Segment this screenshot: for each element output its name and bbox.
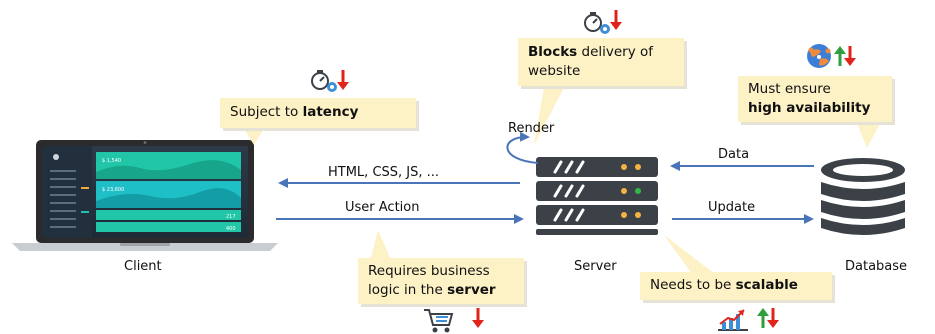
update-label: Update bbox=[708, 200, 756, 215]
down-arrow-icon bbox=[472, 308, 484, 328]
globe-network-icon bbox=[807, 44, 831, 68]
availability-note-line1: Must ensure bbox=[748, 81, 831, 97]
render-loop-arrow bbox=[506, 131, 539, 164]
shopping-cart-icon bbox=[424, 309, 454, 333]
render-label: Render bbox=[508, 121, 555, 136]
laptop-row2-value: 400 bbox=[226, 226, 236, 232]
stopwatch-gear-icon bbox=[311, 70, 337, 92]
server-rack bbox=[536, 157, 658, 235]
scalable-note-pre: Needs to be bbox=[650, 277, 736, 293]
data-label: Data bbox=[718, 147, 750, 162]
blocks-note-line2: website bbox=[528, 63, 581, 79]
business-logic-note: Requires business logic in the server bbox=[358, 258, 524, 304]
server-label: Server bbox=[574, 259, 617, 274]
growth-chart-icon bbox=[718, 309, 748, 331]
latency-note-pre: Subject to bbox=[230, 104, 303, 120]
blocks-note-bold: Blocks bbox=[528, 44, 578, 60]
business-note-line1: Requires business bbox=[368, 263, 490, 279]
database-cylinder bbox=[821, 158, 905, 235]
user-action-label: User Action bbox=[345, 200, 420, 215]
client-label: Client bbox=[124, 259, 162, 274]
up-down-arrows-icon bbox=[757, 308, 779, 328]
availability-note: Must ensure high availability bbox=[738, 76, 892, 122]
blocks-note: Blocks delivery of website bbox=[518, 38, 684, 86]
business-note-bold: server bbox=[447, 282, 496, 298]
stopwatch-gear-icon bbox=[584, 12, 610, 34]
down-arrow-icon bbox=[337, 70, 349, 90]
availability-note-bold: high availability bbox=[748, 100, 871, 116]
business-note-pre: logic in the bbox=[368, 282, 448, 298]
up-down-arrows-icon bbox=[834, 46, 856, 66]
laptop-row1-value: 217 bbox=[226, 214, 236, 220]
down-arrow-icon bbox=[610, 10, 622, 30]
blocks-note-post: delivery of bbox=[577, 44, 654, 60]
client-laptop bbox=[12, 140, 278, 251]
scalable-note: Needs to be scalable bbox=[640, 272, 832, 300]
html-css-js-label: HTML, CSS, JS, ... bbox=[328, 165, 440, 180]
latency-note-bold: latency bbox=[302, 104, 359, 120]
latency-note: Subject to latency bbox=[220, 98, 416, 128]
laptop-card1-value: $ 1,540 bbox=[102, 158, 121, 164]
scalable-note-bold: scalable bbox=[735, 277, 798, 293]
laptop-card2-value: $ 23,600 bbox=[102, 187, 124, 193]
database-label: Database bbox=[845, 259, 908, 274]
